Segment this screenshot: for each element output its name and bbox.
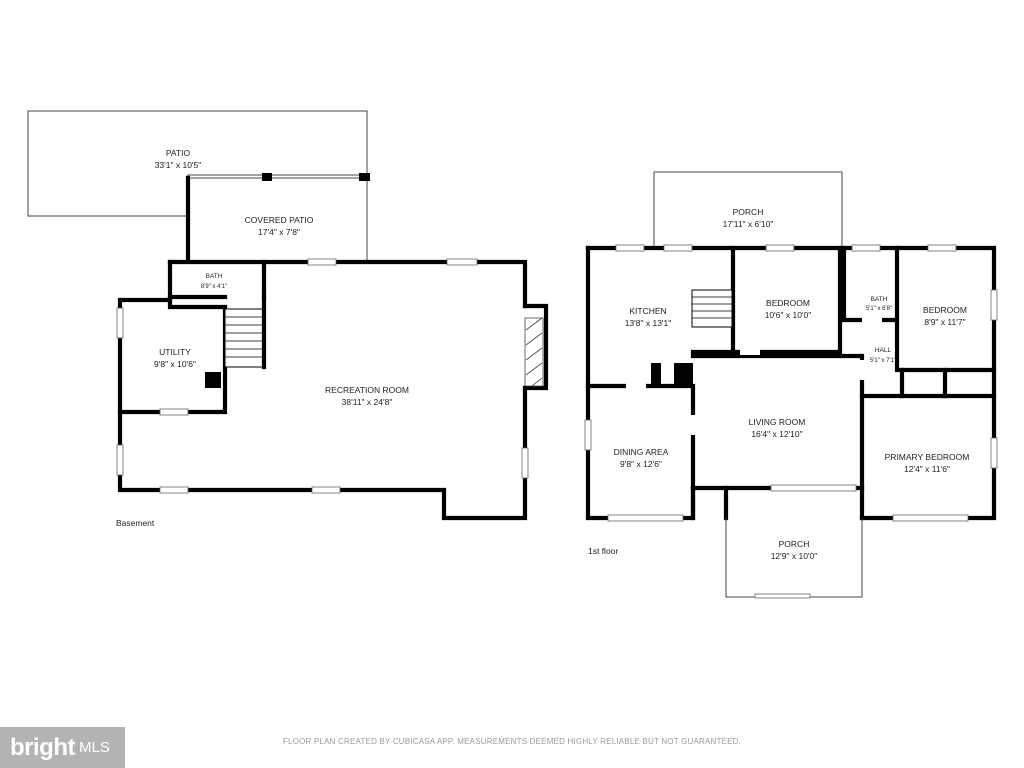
basement-labels: PATIO 33'1" x 10'5" COVERED PATIO 17'4" …	[154, 148, 409, 407]
utility-dim: 9'8" x 10'6"	[154, 359, 196, 369]
top-porch-dim: 17'11" x 6'10"	[723, 219, 774, 229]
bright-logo-text: bright	[10, 733, 75, 761]
basement-bath-name: BATH	[206, 273, 223, 280]
bottom-porch-name: PORCH	[779, 539, 810, 549]
kitchen-name: KITCHEN	[629, 306, 666, 316]
mls-logo-text: MLS	[78, 739, 110, 756]
first-floor-labels: PORCH 17'11" x 6'10" KITCHEN 13'8" x 13'…	[614, 207, 970, 561]
covered-patio-dim: 17'4" x 7'8"	[258, 227, 300, 237]
covered-patio-name: COVERED PATIO	[245, 215, 314, 225]
recreation-room-name: RECREATION ROOM	[325, 385, 409, 395]
hall-name: HALL	[875, 347, 892, 354]
first-floor-label: 1st floor	[588, 546, 618, 556]
utility-name: UTILITY	[159, 347, 191, 357]
hall-dim: 5'1" x 7'1"	[870, 358, 896, 364]
patio-name: PATIO	[166, 148, 191, 158]
dining-area-dim: 9'8" x 12'6"	[620, 459, 662, 469]
bedroom-2-name: BEDROOM	[923, 305, 967, 315]
living-room-dim: 16'4" x 12'10"	[751, 429, 802, 439]
primary-bedroom-name: PRIMARY BEDROOM	[885, 452, 970, 462]
bottom-porch-dim: 12'9" x 10'0"	[771, 551, 818, 561]
bedroom-2-dim: 8'9" x 11'7"	[924, 317, 965, 327]
basement-floor-label: Basement	[116, 518, 155, 528]
primary-bedroom-dim: 12'4" x 11'6"	[904, 464, 950, 474]
basement-bath-dim: 8'9" x 4'1"	[201, 284, 227, 290]
kitchen-dim: 13'8" x 13'1"	[625, 318, 672, 328]
bedroom-1-dim: 10'6" x 10'0"	[765, 310, 812, 320]
basement-plan	[27, 110, 549, 521]
patio-dim: 33'1" x 10'5"	[155, 160, 202, 170]
first-bath-dim: 5'1" x 6'8"	[866, 306, 892, 312]
first-floor-plan	[584, 171, 998, 599]
recreation-room-dim: 38'11" x 24'8"	[342, 397, 393, 407]
bright-mls-logo: bright MLS	[0, 727, 125, 768]
top-porch-name: PORCH	[733, 207, 764, 217]
first-bath-name: BATH	[871, 296, 888, 303]
living-room-name: LIVING ROOM	[749, 417, 806, 427]
bedroom-1-name: BEDROOM	[766, 298, 810, 308]
dining-area-name: DINING AREA	[614, 447, 669, 457]
disclaimer-footer: FLOOR PLAN CREATED BY CUBICASA APP. MEAS…	[282, 737, 742, 746]
